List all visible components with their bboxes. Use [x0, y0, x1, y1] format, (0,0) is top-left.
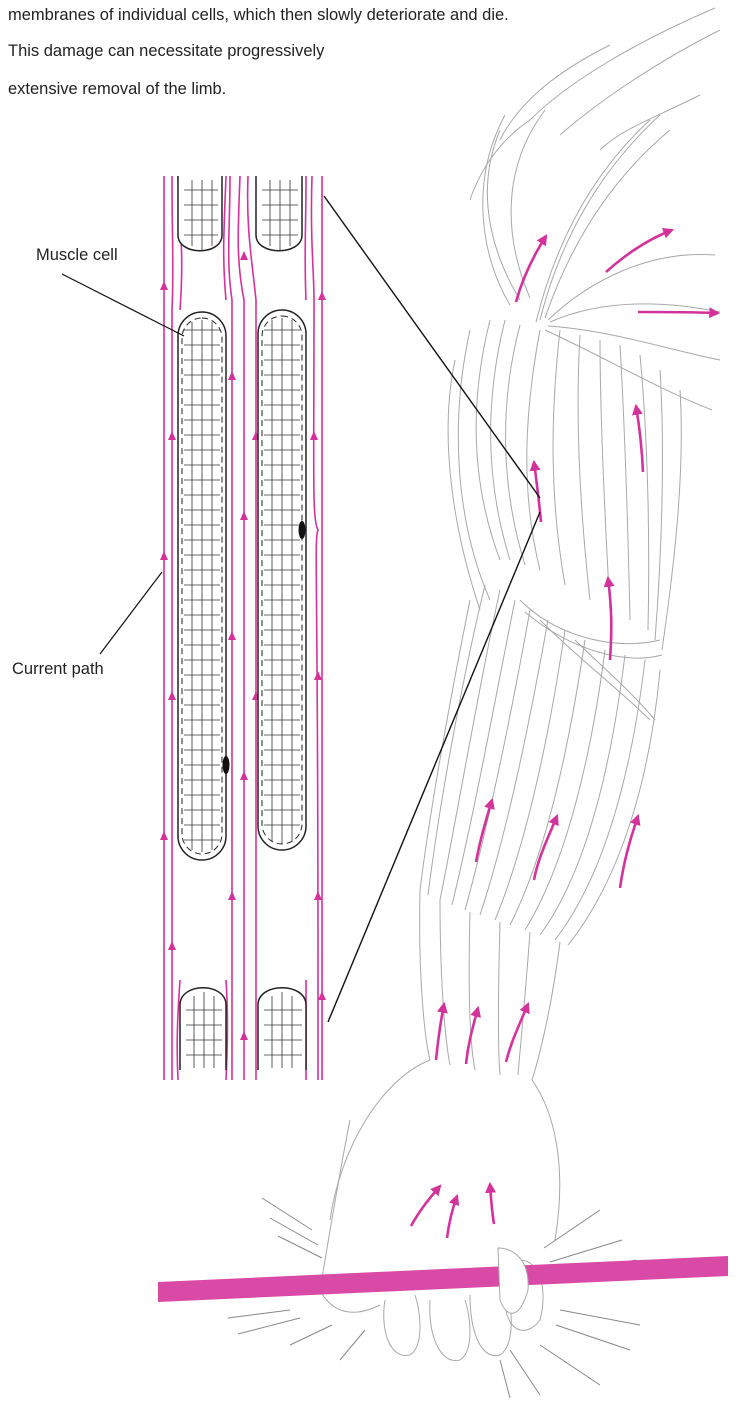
muscle-cell-icon [256, 176, 302, 251]
shock-marks [228, 1198, 640, 1398]
electrified-rod [158, 1256, 728, 1302]
current-path-label: Current path [12, 660, 104, 679]
current-arrow-icon [534, 816, 557, 880]
current-arrow-icon [411, 1186, 440, 1226]
cell-nucleus-icon [223, 756, 230, 774]
muscle-cell-leader [62, 274, 184, 336]
current-arrow-icon [516, 236, 546, 302]
muscle-cell-icon [180, 988, 226, 1070]
current-arrow-icon [447, 1196, 457, 1238]
muscle-tissue-enlargement [160, 176, 326, 1080]
muscle-cell-icon [178, 176, 222, 251]
current-arrow-icon [506, 1004, 528, 1062]
current-arrow-icon [638, 312, 718, 313]
cell-nucleus-icon [299, 521, 306, 539]
thumb [498, 1248, 528, 1313]
muscle-cell-label: Muscle cell [36, 246, 118, 265]
current-path-leader [100, 572, 162, 654]
muscle-cells [178, 176, 306, 1070]
current-arrow-icon [476, 800, 492, 862]
arm-sketch [320, 8, 720, 1361]
current-arrow-icon [436, 1004, 444, 1060]
current-arrow-icon [490, 1184, 494, 1224]
current-arrow-icon [636, 406, 643, 472]
current-arrow-icon [608, 578, 611, 660]
current-arrow-icon [466, 1008, 478, 1064]
current-arrow-icon [606, 230, 672, 272]
zoom-connector [324, 196, 540, 1022]
